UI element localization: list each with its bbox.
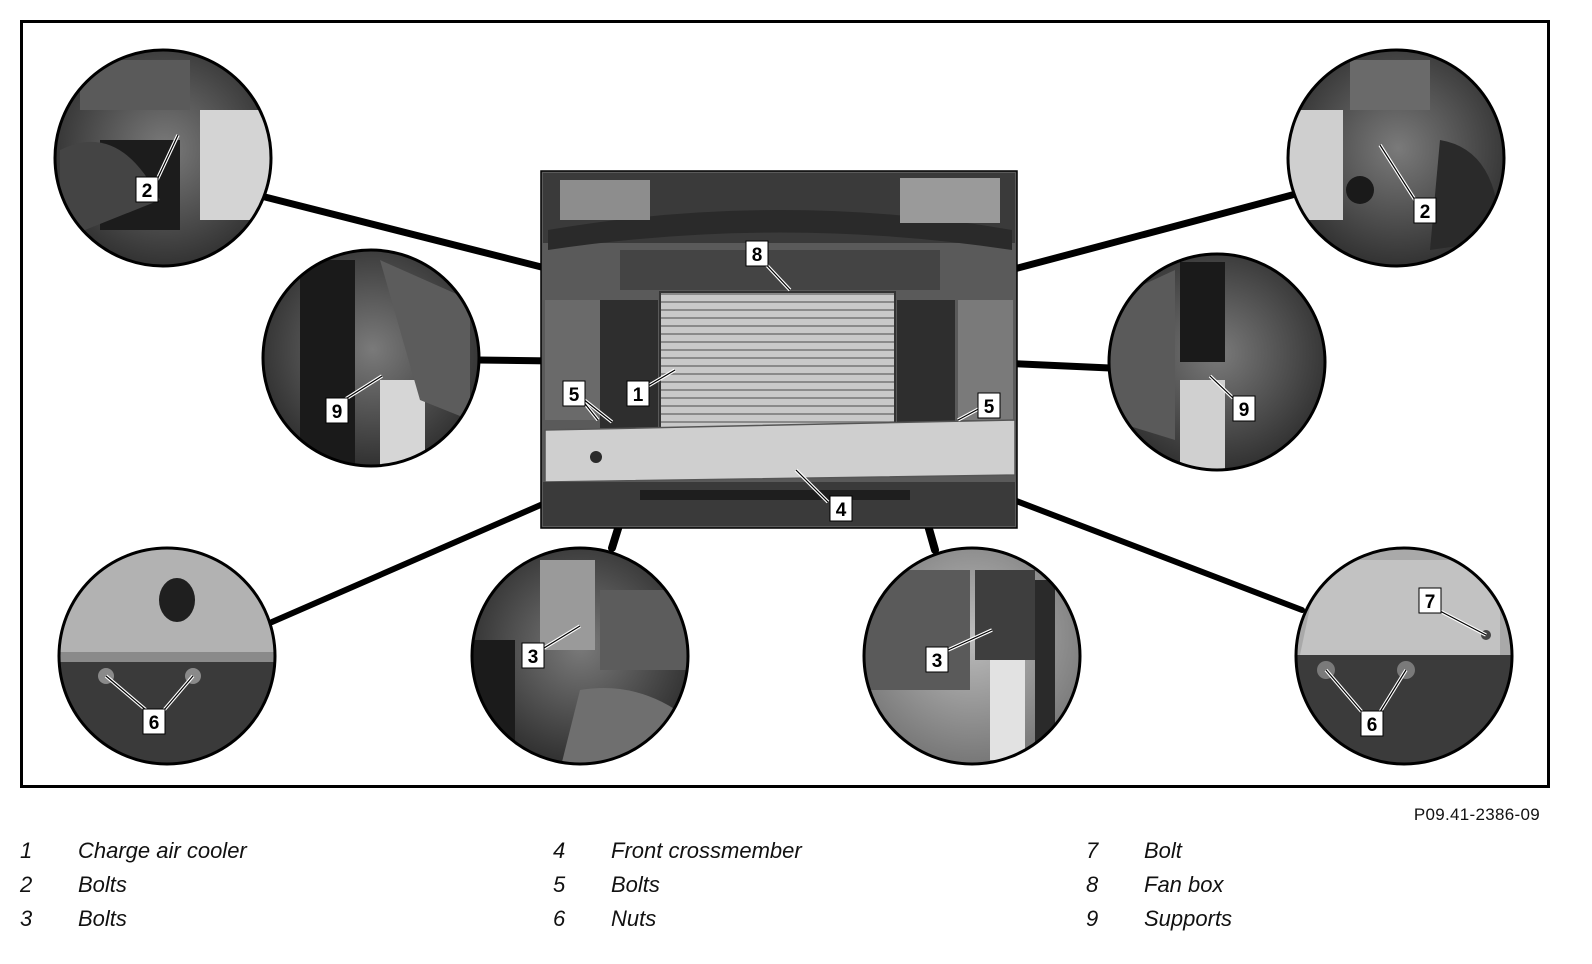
legend-item: 9 Supports (1086, 902, 1232, 936)
svg-text:1: 1 (633, 385, 644, 406)
legend-column: 4 Front crossmember 5 Bolts 6 Nuts (553, 834, 802, 936)
svg-text:6: 6 (1367, 715, 1378, 736)
detail-circle (55, 50, 271, 266)
detail-circle-border (862, 546, 1082, 766)
legend-item: 3 Bolts (20, 902, 247, 936)
svg-text:5: 5 (984, 397, 995, 418)
detail-circle (263, 250, 479, 466)
legend-number: 6 (553, 906, 566, 931)
svg-text:8: 8 (752, 245, 763, 266)
detail-circle (1109, 254, 1325, 470)
svg-text:2: 2 (142, 181, 153, 202)
callout-6-right: 6 (1360, 710, 1384, 737)
svg-text:6: 6 (149, 713, 160, 734)
legend-number: 1 (20, 838, 33, 863)
legend-label: Fan box (1144, 872, 1224, 897)
legend-label: Front crossmember (611, 838, 802, 863)
legend-number: 9 (1086, 906, 1099, 931)
legend-item: 6 Nuts (553, 902, 802, 936)
detail-circle-border (57, 546, 277, 766)
detail-circle-border (53, 48, 273, 268)
svg-text:9: 9 (332, 402, 343, 423)
callout-8: 8 (745, 240, 769, 267)
callout-6-left: 6 (142, 708, 166, 735)
detail-circle-border (470, 546, 690, 766)
callout-5-right: 5 (977, 392, 1001, 419)
central-photo (540, 170, 1018, 529)
svg-text:4: 4 (836, 500, 847, 521)
callout-1: 1 (626, 380, 650, 407)
legend-label: Bolts (78, 872, 127, 897)
legend-number: 5 (553, 872, 566, 897)
callout-4: 4 (829, 495, 853, 522)
detail-circle-border (1286, 48, 1506, 268)
callout-3-right: 3 (925, 646, 949, 673)
detail-circle (59, 548, 275, 764)
callout-labels: 2 9 6 3 3 6 7 9 2 5 5 1 8 4 (135, 176, 1442, 737)
legend-number: 8 (1086, 872, 1099, 897)
legend-item: 8 Fan box (1086, 868, 1232, 902)
legend-number: 7 (1086, 838, 1099, 863)
legend-label: Nuts (611, 906, 657, 931)
legend-label: Bolts (611, 872, 660, 897)
figure-code: P09.41-2386-09 (1413, 805, 1540, 824)
legend-number: 3 (20, 906, 33, 931)
detail-circle-border (1107, 252, 1327, 472)
callout-9-left: 9 (325, 397, 349, 424)
svg-text:3: 3 (528, 647, 539, 668)
detail-circle (864, 548, 1080, 764)
svg-text:5: 5 (569, 385, 580, 406)
detail-circle (1288, 50, 1504, 266)
svg-text:3: 3 (932, 651, 943, 672)
legend-item: 1 Charge air cooler (20, 834, 247, 868)
legend-label: Charge air cooler (78, 838, 247, 863)
detail-circle (472, 548, 688, 764)
legend-item: 5 Bolts (553, 868, 802, 902)
svg-text:2: 2 (1420, 202, 1431, 223)
legend-label: Supports (1144, 906, 1233, 931)
legend-item: 4 Front crossmember (553, 834, 802, 868)
callout-3-left: 3 (521, 642, 545, 669)
legend-column: 7 Bolt 8 Fan box 9 Supports (1086, 834, 1232, 936)
legend-label: Bolts (78, 906, 127, 931)
callout-9-right: 9 (1232, 395, 1256, 422)
legend-item: 2 Bolts (20, 868, 247, 902)
legend-number: 4 (553, 838, 566, 863)
detail-circle-border (261, 248, 481, 468)
callout-2-top-right: 2 (1413, 197, 1437, 224)
legend-label: Bolt (1144, 838, 1182, 863)
svg-text:9: 9 (1239, 400, 1250, 421)
callout-5-left: 5 (562, 380, 586, 407)
detail-circle (1296, 548, 1512, 764)
callout-2-top-left: 2 (135, 176, 159, 203)
svg-text:7: 7 (1425, 592, 1436, 613)
callout-7: 7 (1418, 587, 1442, 614)
detail-circle-border (1294, 546, 1514, 766)
diagram-illustration: 2 9 6 3 3 6 7 9 2 5 5 1 8 4 (53, 48, 1514, 766)
legend-item: 7 Bolt (1086, 834, 1232, 868)
legend-number: 2 (20, 872, 33, 897)
